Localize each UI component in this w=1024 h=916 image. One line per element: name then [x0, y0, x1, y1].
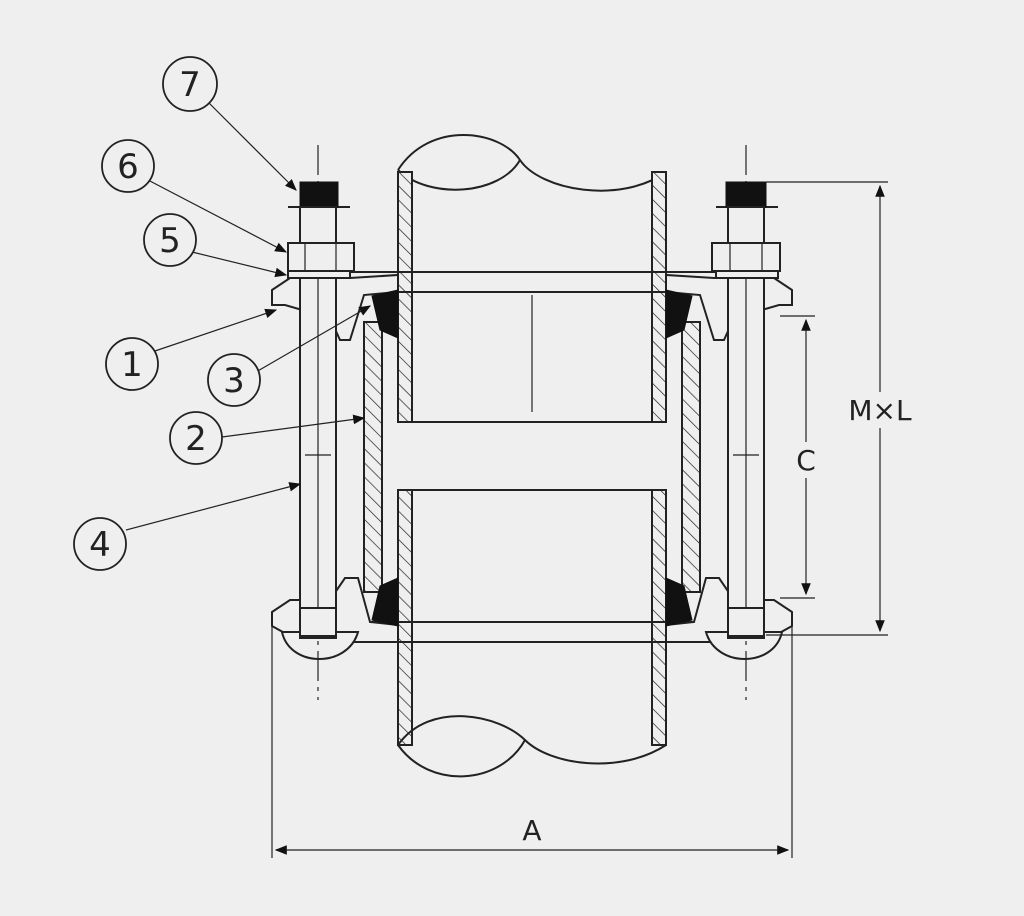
bolt-right	[711, 145, 781, 700]
callout-4-label: 4	[89, 525, 111, 565]
dimension-mxl: M×L	[766, 181, 914, 636]
gasket-bottom-left	[371, 577, 399, 627]
callout-1-label: 1	[121, 345, 143, 385]
callout-6: 6	[101, 139, 288, 253]
gasket-bottom-right	[665, 577, 693, 627]
dimension-mxl-label: M×L	[848, 394, 912, 427]
dimension-a: A	[271, 612, 793, 858]
callout-3-label: 3	[223, 361, 245, 401]
pipe-wall-left-bottom	[397, 489, 413, 746]
callout-7: 7	[162, 56, 297, 191]
gasket-top-right	[665, 289, 693, 339]
sleeve-wall-left	[363, 321, 383, 593]
callout-2: 2	[169, 411, 366, 465]
pipe	[397, 134, 667, 778]
sleeve-wall-right	[681, 321, 701, 593]
callout-5: 5	[143, 213, 288, 278]
callout-1: 1	[105, 308, 278, 391]
callout-4: 4	[73, 482, 302, 571]
dimension-a-label: A	[522, 814, 541, 847]
dimension-c: C	[780, 315, 822, 599]
gaskets	[371, 289, 693, 627]
callout-3: 3	[207, 305, 372, 407]
bottom-follower-ring	[271, 577, 793, 660]
pipe-wall-right-bottom	[651, 489, 667, 746]
callout-2-label: 2	[185, 419, 207, 459]
bolt-left	[287, 145, 355, 700]
sleeve	[363, 321, 701, 593]
pipe-wall-right-top	[651, 171, 667, 423]
gasket-top-left	[371, 289, 399, 339]
callout-5-label: 5	[159, 221, 181, 261]
callout-6-label: 6	[117, 147, 139, 187]
pipe-wall-left-top	[397, 171, 413, 423]
dimension-c-label: C	[796, 444, 816, 477]
callout-7-label: 7	[179, 65, 201, 105]
